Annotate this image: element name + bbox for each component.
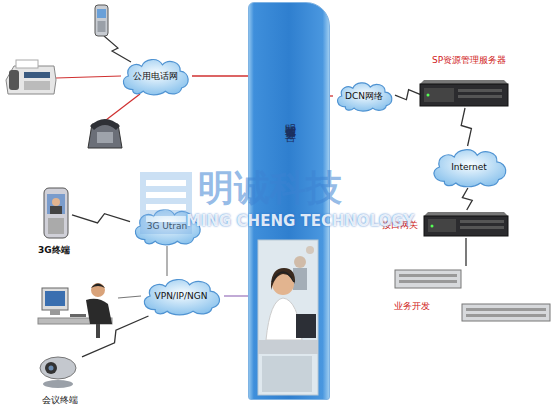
platform-title: 明诚智信业务平台 xyxy=(282,115,297,123)
platform-panel: 明诚智信业务平台 xyxy=(248,2,330,400)
network-link xyxy=(166,246,167,276)
device-label: 会议终端 xyxy=(42,394,78,407)
server-group: 业务开发 xyxy=(392,266,554,324)
network-link xyxy=(224,295,248,296)
cloud-node: VPN/IP/NGN xyxy=(138,276,224,316)
cloud-label: 3G Utran xyxy=(130,206,204,246)
cloud-label: VPN/IP/NGN xyxy=(138,276,224,316)
watermark-logo xyxy=(140,172,192,234)
terminal-node: 3G终端 xyxy=(40,186,72,240)
rack-servers xyxy=(395,270,550,321)
device-label: 接口网关 xyxy=(382,219,418,232)
desk-phone xyxy=(88,119,122,148)
cloud-node: 公用电话网 xyxy=(118,56,192,96)
network-link xyxy=(330,95,333,96)
gateway-server xyxy=(424,212,508,236)
device-label: 业务开发 xyxy=(394,300,430,313)
cloud-node: 3G Utran xyxy=(130,206,204,246)
terminal-node: 会议终端 xyxy=(36,354,82,388)
mobile-phone xyxy=(95,5,108,36)
cloud-label: Internet xyxy=(428,146,510,188)
wireless-link xyxy=(462,188,472,210)
network-link xyxy=(192,75,248,76)
network-wire xyxy=(118,296,141,298)
call-center-photo xyxy=(258,240,318,395)
server-rack xyxy=(420,80,508,106)
fax-machine xyxy=(6,60,56,94)
wireless-link xyxy=(104,36,131,62)
gateway-node: 接口网关 xyxy=(424,210,508,238)
cloud-node: Internet xyxy=(428,146,510,188)
phone-wire xyxy=(106,94,140,120)
wireless-link xyxy=(72,214,130,223)
cloud-label: 公用电话网 xyxy=(118,56,192,96)
wireless-link xyxy=(395,90,420,100)
cloud-label: DCN网络 xyxy=(333,80,395,112)
computer-user xyxy=(38,283,112,338)
wireless-link xyxy=(82,316,148,357)
3g-phone xyxy=(44,188,68,238)
device-label: 3G终端 xyxy=(38,244,70,257)
server-node: SP资源管理服务器 xyxy=(420,78,508,108)
conference-camera xyxy=(40,357,76,388)
device-label: SP资源管理服务器 xyxy=(432,54,506,67)
phone-wire xyxy=(56,76,121,78)
network-link xyxy=(465,238,466,266)
wireless-link xyxy=(461,108,471,146)
cloud-node: DCN网络 xyxy=(333,80,395,112)
